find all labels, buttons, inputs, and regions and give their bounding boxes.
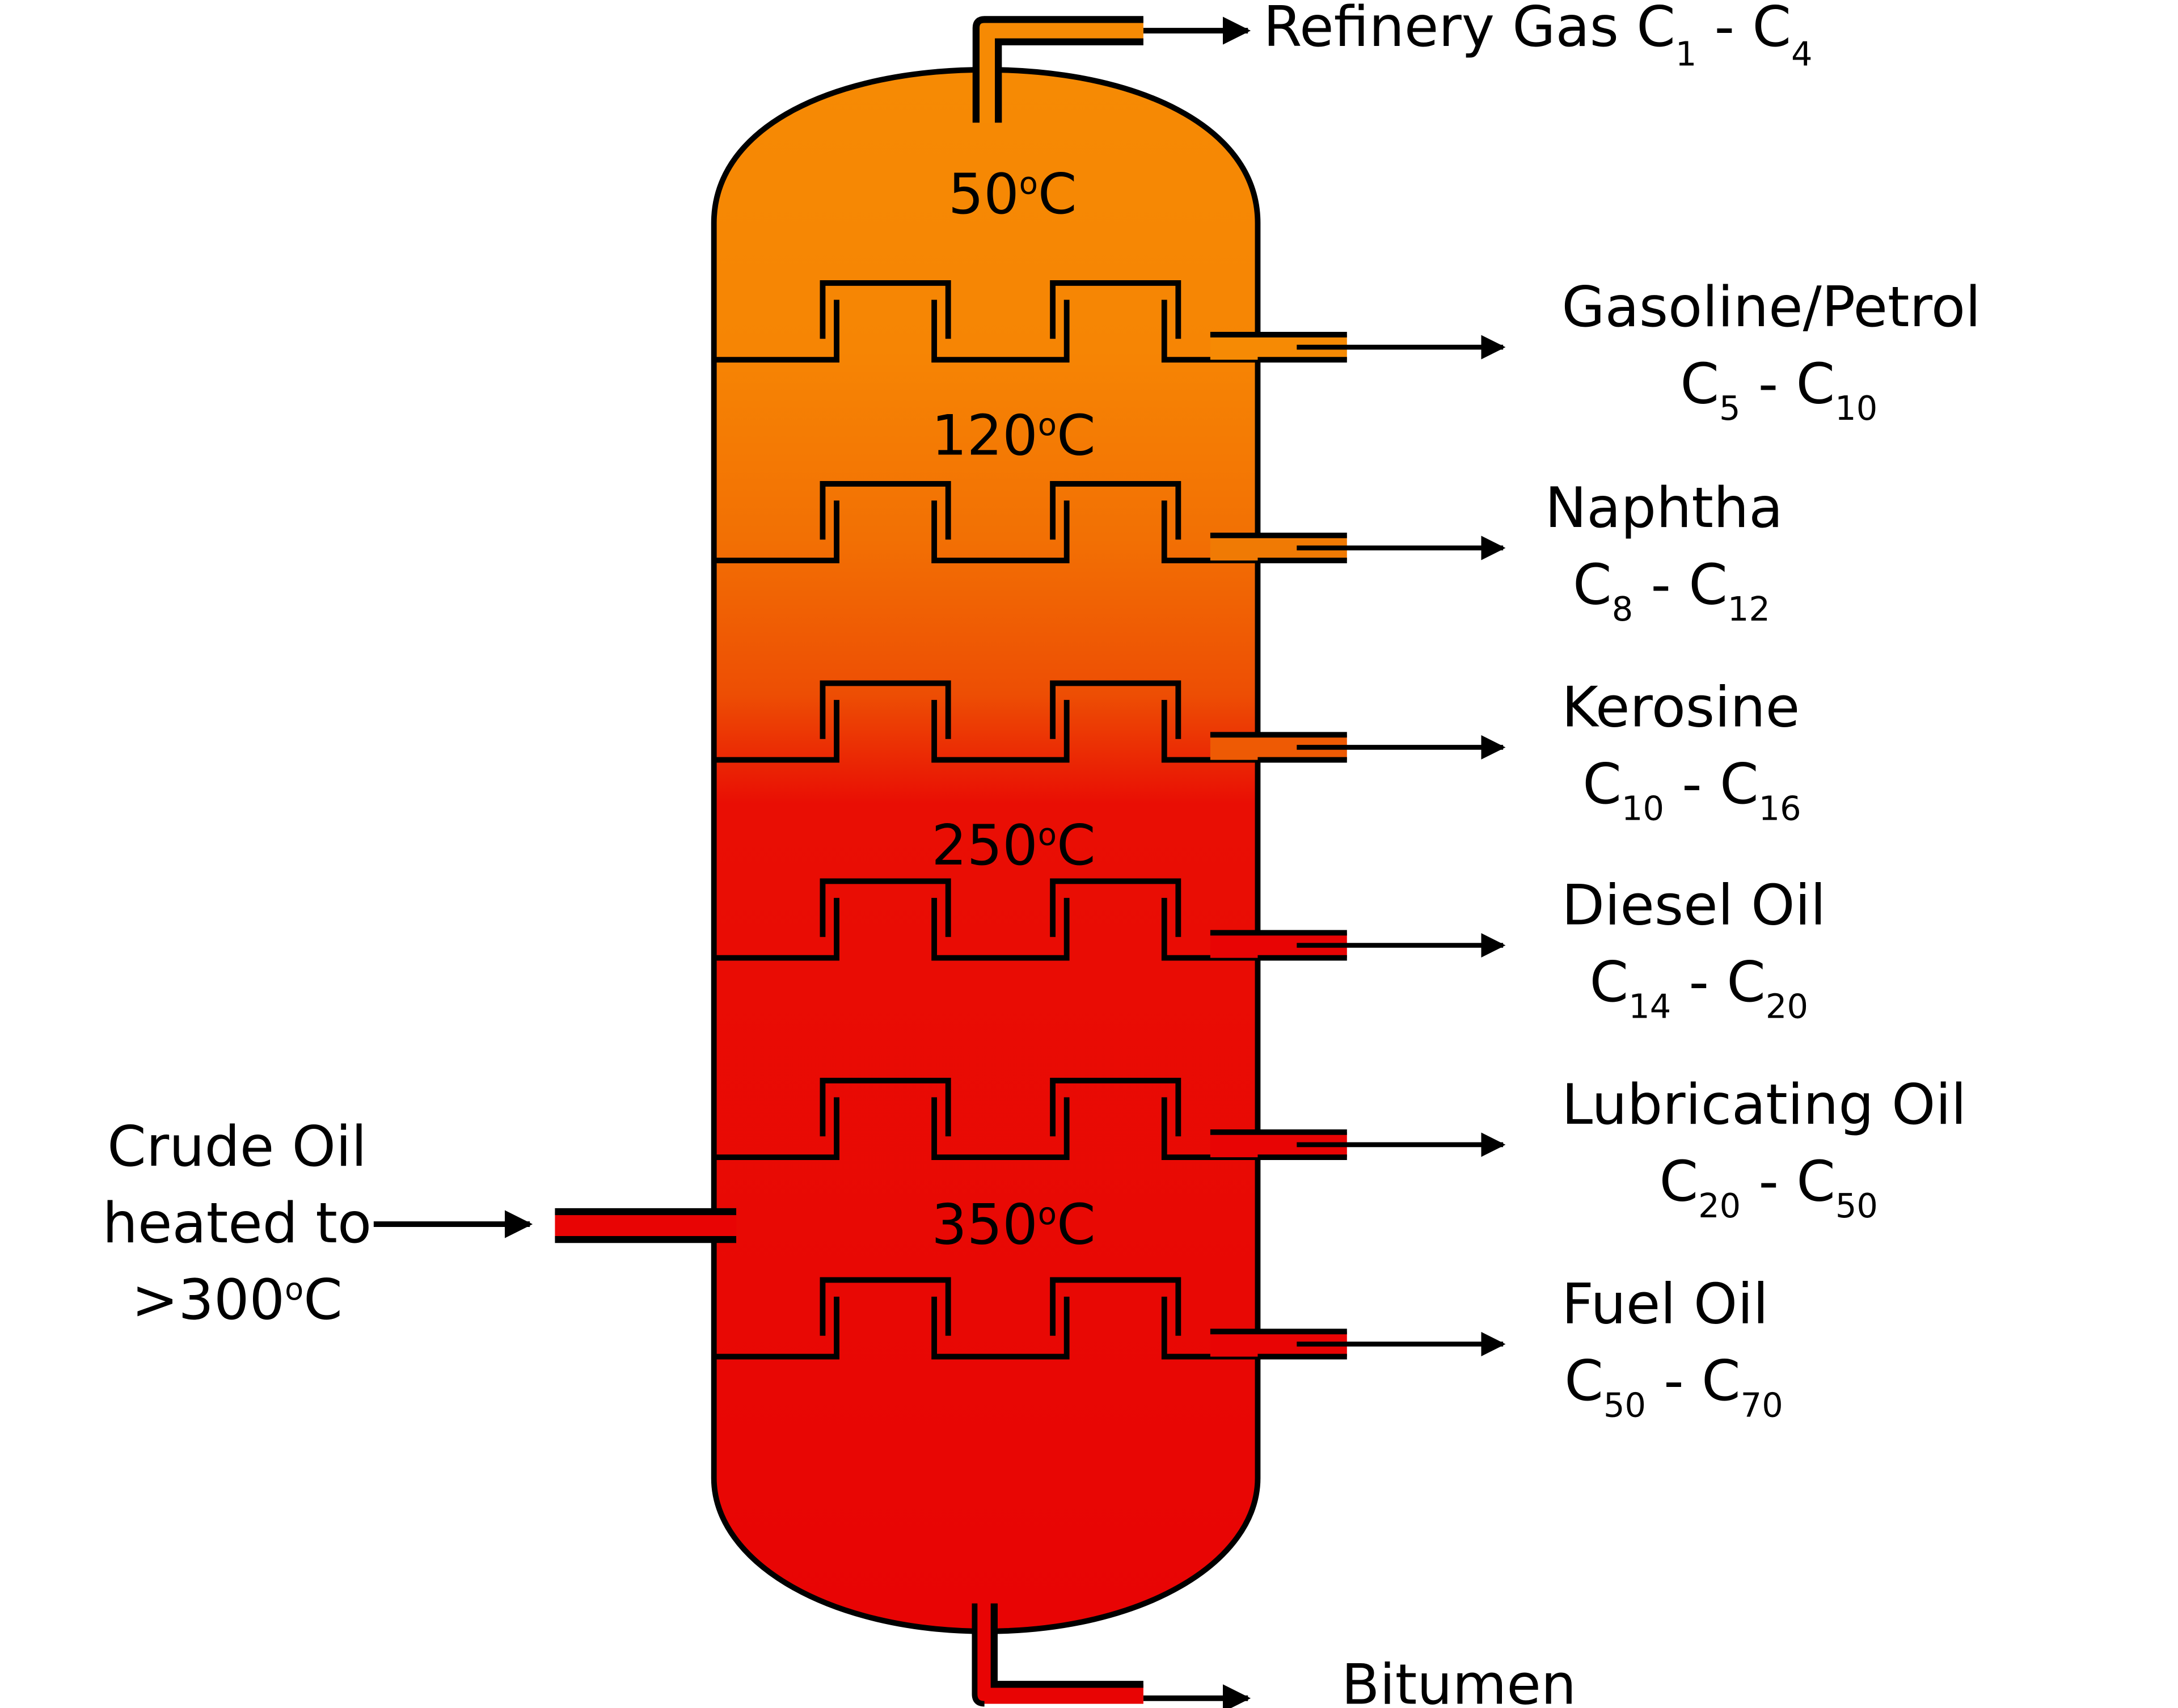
bubble-cap — [820, 280, 951, 339]
bubble-cap — [1050, 480, 1181, 540]
fraction-name: Kerosine — [1561, 676, 1800, 740]
trays — [714, 280, 1506, 1360]
svg-text:>300oC: >300oC — [132, 1268, 343, 1332]
bubble-cap — [820, 680, 951, 739]
top-outlet-pipe — [972, 16, 1251, 123]
feed-pipe — [373, 1208, 737, 1243]
fraction-name: Gasoline/Petrol — [1561, 275, 1981, 340]
column-body — [711, 66, 1261, 1634]
carbon-range: C10 - C16 — [1582, 752, 1801, 828]
fraction-name: Diesel Oil — [1561, 874, 1826, 938]
svg-text:Crude Oil: Crude Oil — [107, 1115, 367, 1179]
temperature-labels: 50oC 120oC 250oC 350oC — [931, 162, 1095, 1257]
bitumen-label: Bitumen — [1341, 1653, 1576, 1708]
bubble-cap — [820, 480, 951, 540]
bubble-cap — [1050, 1277, 1181, 1336]
tray — [714, 680, 1506, 763]
tray — [714, 480, 1506, 564]
bubble-cap — [1050, 1078, 1181, 1137]
carbon-range: C20 - C50 — [1659, 1149, 1877, 1225]
bubble-cap — [1050, 680, 1181, 739]
carbon-range: C5 - C10 — [1680, 352, 1877, 427]
carbon-range: C8 - C12 — [1573, 553, 1770, 628]
fraction-name: Naphtha — [1545, 476, 1783, 541]
fraction-label: Naphtha C8 - C12 — [1545, 476, 1783, 629]
fraction-name: Fuel Oil — [1561, 1272, 1768, 1337]
tray — [714, 1078, 1506, 1161]
svg-text:heated to: heated to — [103, 1191, 372, 1256]
tray — [714, 1277, 1506, 1360]
bubble-cap — [1050, 280, 1181, 339]
bubble-cap — [1050, 878, 1181, 937]
temperature-250: 250oC — [931, 813, 1095, 878]
temperature-120: 120oC — [931, 403, 1095, 468]
crude-oil-label: Crude Oil heated to >300oC — [103, 1115, 372, 1332]
refinery-gas-label: Refinery Gas C1 - C4 — [1263, 0, 1812, 74]
fraction-label: Gasoline/Petrol C5 - C10 — [1561, 275, 1981, 428]
bubble-cap — [820, 878, 951, 937]
temperature-350: 350oC — [931, 1193, 1095, 1258]
temperature-50: 50oC — [948, 162, 1077, 227]
tray — [714, 280, 1506, 363]
bubble-cap — [820, 1078, 951, 1137]
fraction-name: Lubricating Oil — [1561, 1073, 1966, 1137]
bubble-cap — [820, 1277, 951, 1336]
carbon-range: C50 - C70 — [1564, 1349, 1783, 1424]
tray — [714, 878, 1506, 961]
bottom-outlet-pipe — [972, 1603, 1251, 1708]
carbon-range: C14 - C20 — [1590, 950, 1808, 1026]
